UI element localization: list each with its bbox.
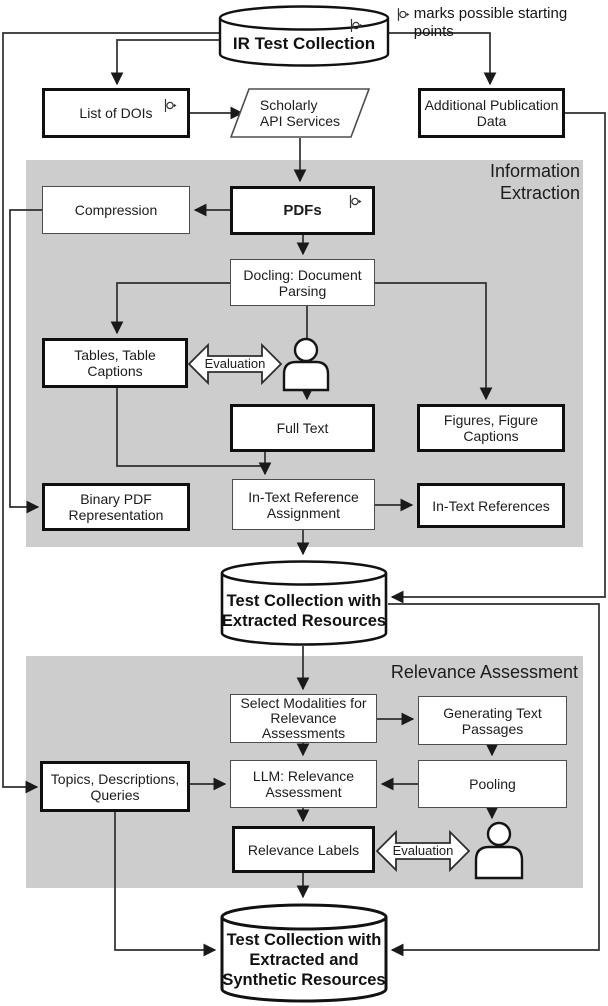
node-label: Tables, Table Captions (74, 347, 156, 379)
node-relevance-labels: Relevance Labels (232, 826, 375, 873)
node-label: Select Modalities for Relevance Assessme… (240, 695, 367, 741)
starting-point-marker-icon (397, 8, 410, 21)
legend: marks possible starting points (397, 5, 608, 41)
node-test-collection-synthetic-resources: Test Collection with Extracted and Synth… (220, 903, 388, 1003)
section-title-relevance-assessment: Relevance Assessment (390, 662, 578, 682)
node-label: In-Text References (432, 497, 550, 514)
node-select-modalities: Select Modalities for Relevance Assessme… (230, 694, 377, 743)
node-label: Topics, Descriptions, Queries (50, 770, 180, 803)
node-additional-publication-data: Additional Publication Data (418, 88, 565, 138)
person-icon-extraction-evaluator (282, 337, 330, 392)
node-label: Generating Text Passages (443, 704, 542, 737)
evaluation-label-assessment: Evaluation (392, 843, 454, 858)
starting-point-marker-icon (164, 99, 177, 112)
node-ir-test-collection: IR Test Collection (218, 5, 390, 67)
node-list-of-dois: List of DOIs (42, 88, 190, 138)
starting-point-marker-icon (349, 195, 362, 208)
node-pdfs: PDFs (230, 186, 375, 235)
node-generating-text-passages: Generating Text Passages (418, 696, 567, 745)
node-label: Compression (74, 202, 158, 218)
node-test-collection-extracted-resources: Test Collection with Extracted Resources (220, 560, 388, 646)
evaluation-label-extraction: Evaluation (204, 356, 266, 371)
node-docling-document-parsing: Docling: Document Parsing (230, 259, 375, 306)
node-label: Pooling (469, 776, 516, 792)
node-pooling: Pooling (418, 760, 567, 808)
node-figures-figure-captions: Figures, Figure Captions (417, 404, 565, 452)
evaluation-double-arrow-extraction (187, 342, 283, 386)
section-title-information-extraction: Information Extraction (489, 161, 580, 203)
evaluation-double-arrow-assessment (375, 829, 471, 873)
node-label: Docling: Document Parsing (243, 266, 362, 299)
node-label: Full Text (276, 420, 329, 436)
node-label: Additional Publication Data (424, 97, 559, 129)
node-full-text: Full Text (230, 404, 375, 452)
node-label: IR Test Collection (232, 34, 376, 53)
node-topics-descriptions-queries: Topics, Descriptions, Queries (40, 761, 190, 812)
connectors (2, 32, 606, 957)
node-llm-relevance-assessment: LLM: Relevance Assessment (230, 760, 377, 808)
node-label: LLM: Relevance Assessment (252, 768, 355, 800)
node-in-text-references: In-Text References (417, 483, 565, 528)
node-label: Scholarly API Services (259, 97, 341, 129)
node-label: Figures, Figure Captions (443, 412, 539, 444)
node-label: Binary PDF Representation (68, 491, 164, 523)
node-in-text-reference-assignment: In-Text Reference Assignment (232, 479, 375, 530)
node-label: Test Collection with Extracted and Synth… (222, 931, 386, 989)
node-label: List of DOIs (79, 105, 153, 121)
node-label: PDFs (283, 201, 322, 219)
legend-text: marks possible starting points (413, 5, 568, 40)
node-binary-pdf-representation: Binary PDF Representation (42, 483, 190, 531)
starting-point-marker-icon (350, 19, 363, 32)
node-scholarly-api-services: Scholarly API Services (230, 88, 370, 138)
node-tables-table-captions: Tables, Table Captions (42, 338, 188, 388)
node-label: In-Text Reference Assignment (248, 488, 359, 521)
node-compression: Compression (42, 186, 190, 234)
node-label: Relevance Labels (247, 841, 360, 858)
person-icon-assessment-evaluator (474, 821, 524, 880)
node-label: Test Collection with Extracted Resources (221, 592, 387, 630)
